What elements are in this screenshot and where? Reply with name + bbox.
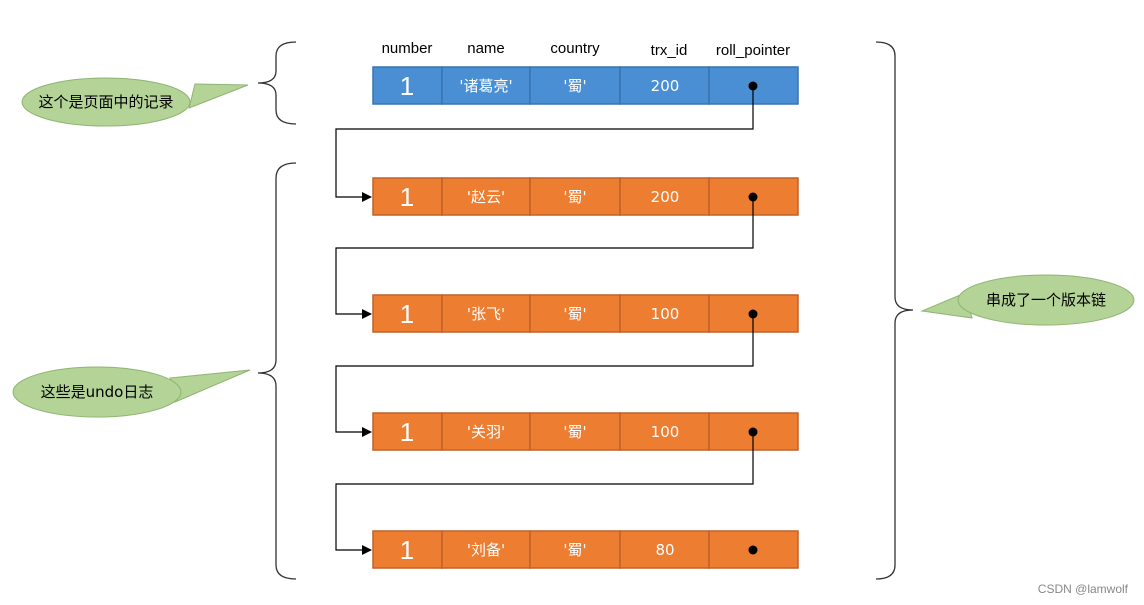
cell-number-value: 1 bbox=[400, 182, 414, 212]
cell-trx-id bbox=[619, 530, 710, 569]
cell-number bbox=[372, 530, 443, 569]
cell-country bbox=[529, 412, 621, 451]
cell-trx-id bbox=[619, 177, 710, 216]
watermark: CSDN @lamwolf bbox=[1038, 582, 1129, 596]
cell-trx-id-value: 200 bbox=[651, 77, 680, 95]
current-record-row: 1 '诸葛亮' '蜀' 200 bbox=[372, 66, 799, 105]
cell-number-value: 1 bbox=[400, 299, 414, 329]
page-record-brace bbox=[257, 41, 297, 125]
callout-label: 串成了一个版本链 bbox=[986, 291, 1106, 309]
callout-bubble bbox=[12, 366, 182, 418]
pointer-arrow bbox=[335, 432, 754, 555]
cell-number bbox=[372, 412, 443, 451]
cell-number-value: 1 bbox=[400, 71, 414, 101]
cell-trx-id-value: 200 bbox=[651, 188, 680, 206]
callout-label: 这些是undo日志 bbox=[41, 383, 154, 401]
cell-name-value: '诸葛亮' bbox=[459, 77, 512, 95]
cell-trx-id-value: 100 bbox=[651, 423, 680, 441]
pointer-arrow bbox=[335, 197, 754, 319]
cell-country bbox=[529, 294, 621, 333]
cell-country-value: '蜀' bbox=[563, 541, 586, 559]
undo-record-row: 1 '张飞' '蜀' 100 bbox=[372, 294, 799, 333]
cell-number bbox=[372, 177, 443, 216]
cell-name bbox=[441, 530, 531, 569]
cell-name-value: '关羽' bbox=[467, 423, 505, 441]
callout-bubble bbox=[957, 274, 1135, 326]
version-chain-brace bbox=[875, 41, 914, 580]
callout-bubble bbox=[21, 77, 191, 127]
column-header-number: number bbox=[382, 40, 433, 57]
callout-tail bbox=[169, 369, 251, 403]
cell-number-value: 1 bbox=[400, 535, 414, 565]
column-headers: number name country trx_id roll_pointer bbox=[382, 40, 791, 59]
cell-trx-id-value: 80 bbox=[655, 541, 674, 559]
undo-record-row: 1 '关羽' '蜀' 100 bbox=[372, 412, 799, 451]
cell-number-value: 1 bbox=[400, 417, 414, 447]
undo-record-row: 1 '赵云' '蜀' 200 bbox=[372, 177, 799, 216]
cell-country bbox=[529, 530, 621, 569]
callout-undo-logs: 这些是undo日志 bbox=[12, 366, 251, 418]
cell-name-value: '赵云' bbox=[467, 188, 505, 206]
cell-number bbox=[372, 294, 443, 333]
cell-name-value: '张飞' bbox=[467, 305, 505, 323]
cell-country-value: '蜀' bbox=[563, 423, 586, 441]
column-header-trx-id: trx_id bbox=[651, 42, 688, 59]
braces bbox=[257, 41, 914, 580]
cell-trx-id bbox=[619, 412, 710, 451]
column-header-roll-pointer: roll_pointer bbox=[716, 42, 790, 59]
cell-name bbox=[441, 177, 531, 216]
cell-trx-id-value: 100 bbox=[651, 305, 680, 323]
cell-name bbox=[441, 66, 531, 105]
undo-log-brace bbox=[257, 162, 297, 580]
cell-country bbox=[529, 66, 621, 105]
roll-pointer-connectors bbox=[335, 86, 754, 555]
cell-country-value: '蜀' bbox=[563, 305, 586, 323]
cell-name bbox=[441, 294, 531, 333]
callout-page-record: 这个是页面中的记录 bbox=[21, 77, 249, 127]
cell-name-value: '刘备' bbox=[467, 541, 505, 559]
column-header-country: country bbox=[550, 40, 600, 57]
roll-pointer-dot bbox=[748, 545, 758, 555]
pointer-arrow bbox=[335, 86, 754, 202]
undo-record-row: 1 '刘备' '蜀' 80 bbox=[372, 530, 799, 569]
cell-country-value: '蜀' bbox=[563, 77, 586, 95]
pointer-arrow bbox=[335, 314, 754, 437]
cell-country-value: '蜀' bbox=[563, 188, 586, 206]
column-header-name: name bbox=[467, 40, 505, 57]
callout-tail bbox=[188, 83, 249, 109]
callout-label: 这个是页面中的记录 bbox=[38, 93, 173, 111]
callout-version-chain: 串成了一个版本链 bbox=[920, 274, 1135, 326]
cell-number bbox=[372, 66, 443, 105]
cell-country bbox=[529, 177, 621, 216]
